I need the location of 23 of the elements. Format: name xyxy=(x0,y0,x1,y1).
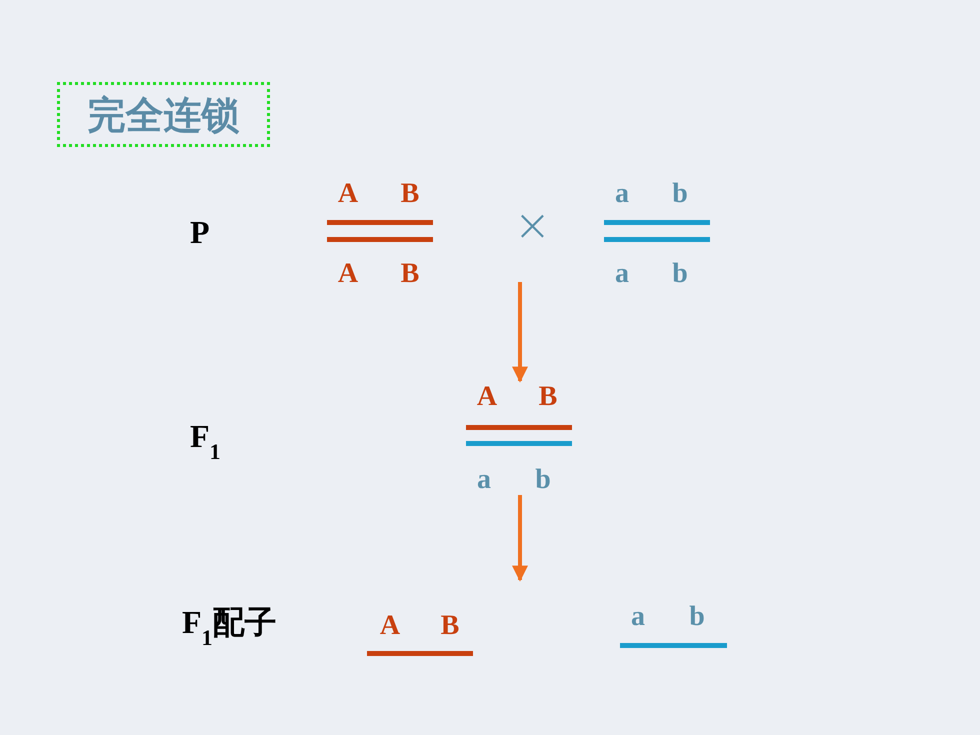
allele-label: B xyxy=(400,180,420,208)
arrow xyxy=(512,282,528,383)
allele-label: B xyxy=(538,383,558,411)
allele-label: A xyxy=(380,612,400,640)
allele-label: b xyxy=(672,180,688,208)
allele-label: a xyxy=(631,603,645,631)
allele-label: a xyxy=(615,260,629,288)
arrow xyxy=(512,495,528,582)
cross-symbol: × xyxy=(514,204,551,248)
allele-label: B xyxy=(440,612,460,640)
allele-label: B xyxy=(400,260,420,288)
generation-label: P xyxy=(190,213,210,252)
allele-label: a xyxy=(615,180,629,208)
allele-label: b xyxy=(672,260,688,288)
title-box: 完全连锁 xyxy=(57,82,270,147)
generation-label: F$_{1}$配子 xyxy=(182,603,277,650)
allele-label: A xyxy=(476,383,498,411)
allele-label: b xyxy=(535,466,551,494)
generation-label: F$_{1}$ xyxy=(190,417,221,464)
allele-label: A xyxy=(338,180,358,208)
allele-label: b xyxy=(689,603,705,631)
allele-label: A xyxy=(338,260,358,288)
allele-label: a xyxy=(477,466,491,494)
